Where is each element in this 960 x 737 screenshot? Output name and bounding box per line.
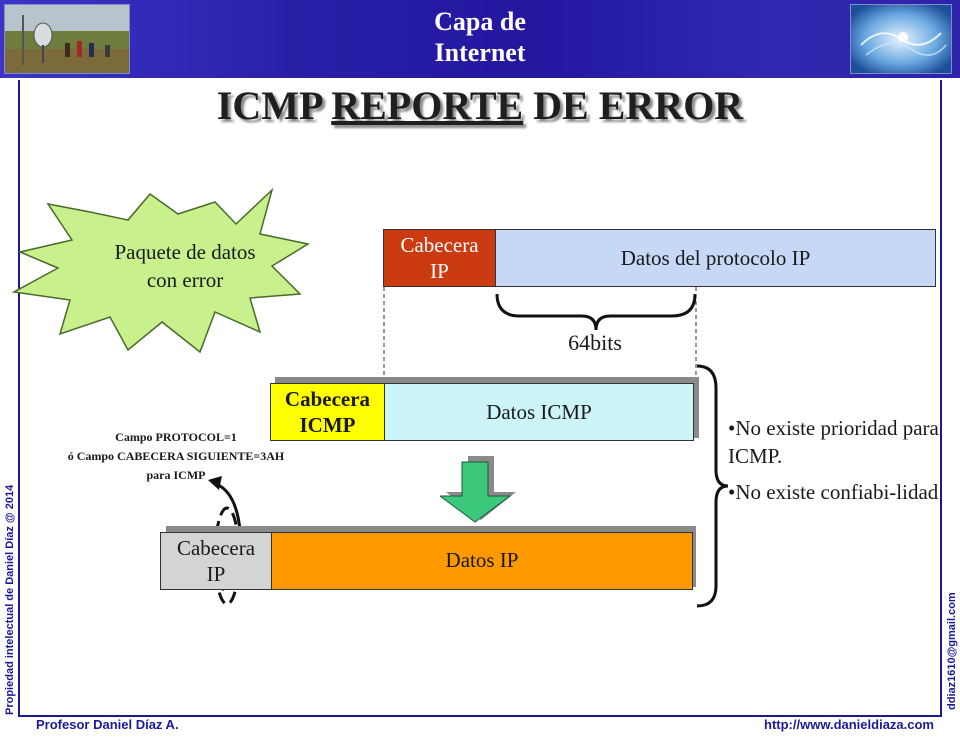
- down-arrow-icon: [440, 456, 516, 523]
- header-banner: [0, 0, 960, 78]
- bullet-list: •No existe prioridad para ICMP. •No exis…: [728, 414, 943, 514]
- bullet-item: •No existe confiabi-lidad: [728, 480, 939, 504]
- outer-data-box: Datos IP: [271, 532, 693, 590]
- slide-title: ICMP REPORTE DE ERROR: [216, 83, 744, 128]
- field-photo: [4, 4, 130, 74]
- author-footer: Profesor Daniel Díaz A.: [36, 717, 179, 732]
- icmp-data-box: Datos ICMP: [384, 383, 694, 441]
- protocol-field-note: Campo PROTOCOL=1 ó Campo CABECERA SIGUIE…: [67, 430, 285, 482]
- error-packet-label: Paquete de datos con error: [114, 240, 256, 292]
- bullet-item: •No existe prioridad para ICMP.: [728, 416, 939, 468]
- ip-data-box: Datos del protocolo IP: [495, 229, 936, 287]
- website-link[interactable]: http://www.danieldiaza.com: [764, 717, 934, 732]
- network-hand-image: [850, 4, 952, 74]
- bottom-border-line: [18, 715, 942, 717]
- error-starburst: [11, 187, 310, 354]
- right-border-line: [940, 80, 942, 715]
- bits-label: 64bits: [568, 330, 622, 355]
- left-border-line: [18, 80, 20, 715]
- header-title: Capa de Internet: [434, 7, 526, 67]
